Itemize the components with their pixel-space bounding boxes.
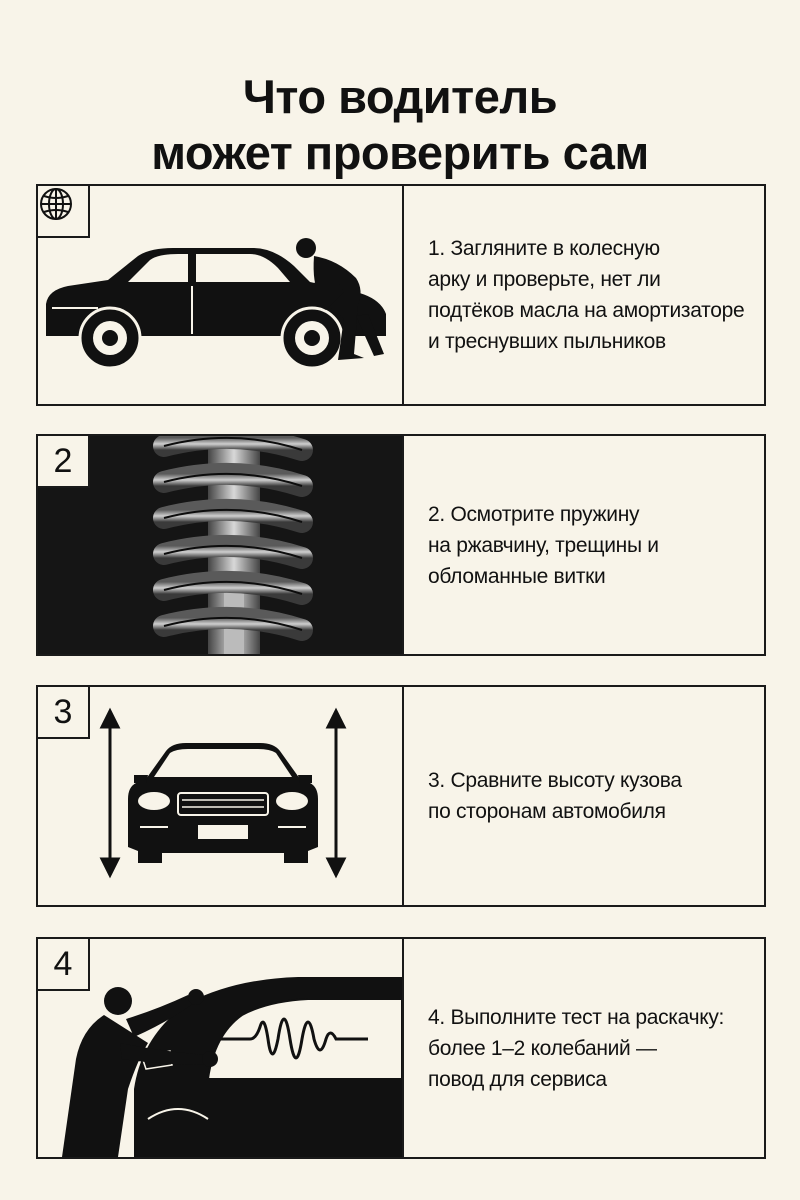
globe-icon [40,188,72,220]
step-2-caption-line: на ржавчину, трещины и [428,533,659,557]
step-3-illustration: 3 [38,687,404,905]
step-3-panel: 3 3. Ср [36,685,766,907]
step-1-illustration [38,186,404,404]
step-1-caption-line: подтёков масла на амортизаторе [428,299,745,322]
page-title-line-2: может проверить сам [151,126,649,180]
step-1-caption-line: и треснувших пыльников [428,330,666,353]
step-1-panel: 1. Загляните в колесную арку и проверьте… [36,184,766,406]
step-2-badge: 2 [38,436,90,488]
step-4-caption-line: более 1–2 колебаний — [428,1036,657,1060]
bounce-test-icon [62,977,402,1157]
step-4-caption: 4. Выполните тест на раскачку: более 1–2… [428,939,754,1157]
step-2-caption-line: 2. Осмотрите пружину [428,502,640,526]
step-4-caption-line: повод для сервиса [428,1067,607,1091]
step-1-caption: 1. Загляните в колесную арку и проверьте… [428,186,754,404]
step-2-caption: 2. Осмотрите пружину на ржавчину, трещин… [428,436,754,654]
car-front-height-icon [99,707,347,879]
step-1-badge [38,186,90,238]
step-2-illustration: 2 [38,436,404,654]
sedan-inspection-icon [46,238,386,370]
step-3-caption-line: по сторонам автомобиля [428,800,666,823]
coil-spring-icon [153,436,313,654]
step-2-panel: 2 [36,434,766,656]
page-title: Что водитель может проверить сам [0,69,800,181]
step-2-caption-line: обломанные витки [428,564,606,588]
page-title-line-1: Что водитель [242,70,558,124]
step-1-caption-line: арку и проверьте, нет ли [428,268,661,291]
step-4-illustration: 4 [38,939,404,1157]
step-4-caption-line: 4. Выполните тест на раскачку: [428,1005,725,1029]
step-1-caption-line: 1. Загляните в колесную [428,237,660,260]
step-3-caption: 3. Сравните высоту кузова по сторонам ав… [428,687,754,905]
step-4-badge: 4 [38,939,90,991]
step-4-panel: 4 4. Выполните тест на раскачку: более 1… [36,937,766,1159]
step-3-caption-line: 3. Сравните высоту кузова [428,769,682,792]
step-3-badge: 3 [38,687,90,739]
